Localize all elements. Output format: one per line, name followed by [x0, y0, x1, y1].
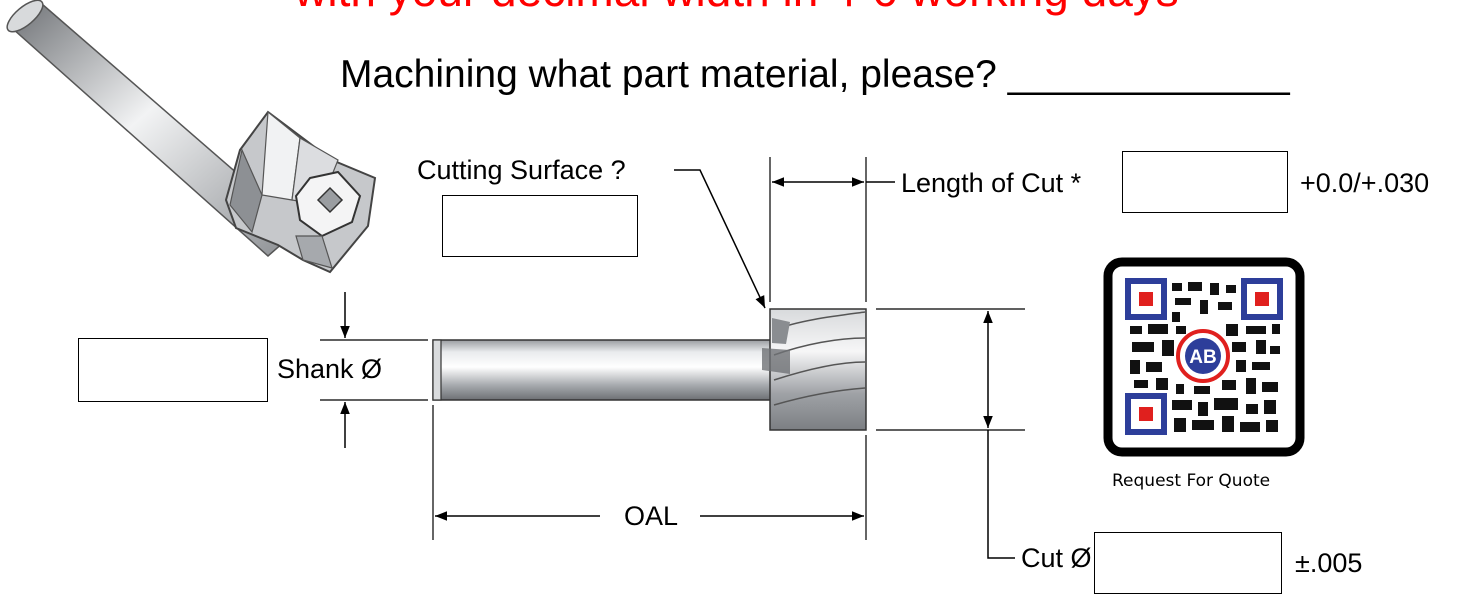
length-of-cut-input[interactable] [1122, 151, 1288, 213]
qr-code[interactable]: AB [1103, 257, 1305, 457]
material-answer-blank[interactable]: _____________ [1007, 53, 1290, 96]
shank-diameter-label: Shank Ø [277, 354, 383, 384]
cutting-surface-input[interactable] [442, 195, 638, 257]
shank-diameter-input[interactable] [78, 338, 268, 402]
length-of-cut-label: Length of Cut * [901, 168, 1082, 198]
material-question-text: Machining what part material, please? [340, 53, 997, 96]
cut-diameter-input[interactable] [1094, 532, 1282, 594]
length-tolerance-label: +0.0/+.030 [1300, 168, 1430, 198]
headline: with your decimal width in 4-6 working d… [0, 0, 1473, 18]
shank-body [432, 339, 774, 401]
svg-text:AB: AB [1189, 347, 1216, 368]
cutting-surface-label: Cutting Surface ? [417, 155, 626, 185]
qr-caption[interactable]: Request For Quote [1112, 471, 1271, 491]
material-question: Machining what part material, please? __… [340, 52, 1290, 98]
isometric-tool-render [6, 0, 377, 274]
cut-diameter-label: Cut Ø [1021, 543, 1092, 573]
cut-tolerance-label: ±.005 [1295, 548, 1363, 578]
oal-label: OAL [623, 501, 679, 531]
